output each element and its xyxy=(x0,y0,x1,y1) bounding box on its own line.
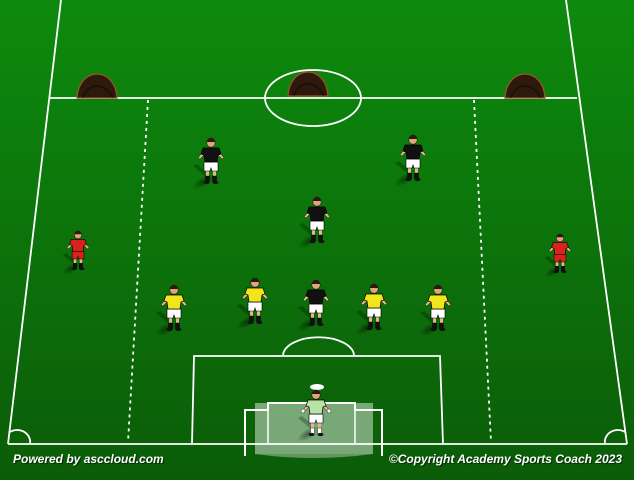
attacker-2 xyxy=(236,277,269,330)
left-channel-line xyxy=(127,99,149,443)
corner-arc-right xyxy=(603,429,626,445)
neutral-left xyxy=(62,230,90,275)
penalty-box xyxy=(191,355,444,445)
right-channel-line xyxy=(473,99,492,443)
defender-center xyxy=(298,196,331,249)
mini-goal-2 xyxy=(287,71,329,97)
mini-goals xyxy=(76,71,546,99)
mini-goal-3 xyxy=(504,73,546,99)
penalty-arc xyxy=(282,336,355,357)
attacker-3 xyxy=(355,283,388,336)
powered-by-text: Powered by asccloud.com xyxy=(13,452,164,466)
right-touchline xyxy=(565,0,628,445)
left-touchline xyxy=(7,0,62,445)
goalkeeper xyxy=(297,389,332,442)
corner-arc-left xyxy=(9,429,32,445)
copyright-text: ©Copyright Academy Sports Coach 2023 xyxy=(388,452,622,466)
neutral-right xyxy=(544,233,572,278)
pitch-markings xyxy=(7,0,628,445)
defender-left xyxy=(192,137,225,190)
defender-right xyxy=(394,134,427,187)
penalty-spot xyxy=(310,384,324,390)
attacker-1 xyxy=(155,284,188,337)
mini-goal-1 xyxy=(76,73,118,99)
attacker-4 xyxy=(419,284,452,337)
defender-front xyxy=(297,279,330,332)
center-circle xyxy=(264,69,362,127)
players xyxy=(62,134,572,442)
